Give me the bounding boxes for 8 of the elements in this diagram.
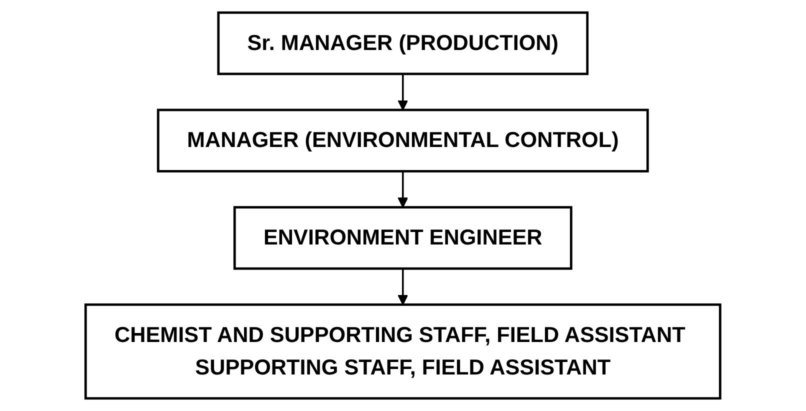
node-box xyxy=(234,206,572,270)
node-box xyxy=(157,108,649,172)
org-chart: Sr. MANAGER (PRODUCTION) MANAGER (ENVIRONMENTAL CONTROL) ENVIRONMENT ENGINEER CHEMIST AND SUPPORTING STAFF, FIELD ASSISTANT SUPPORTING STAFF, FIELD ASSISTANT xyxy=(76,3,730,408)
node-box xyxy=(217,11,589,76)
arrow xyxy=(398,268,408,306)
node-box xyxy=(84,303,722,400)
arrow xyxy=(398,74,408,110)
arrow xyxy=(398,171,408,208)
